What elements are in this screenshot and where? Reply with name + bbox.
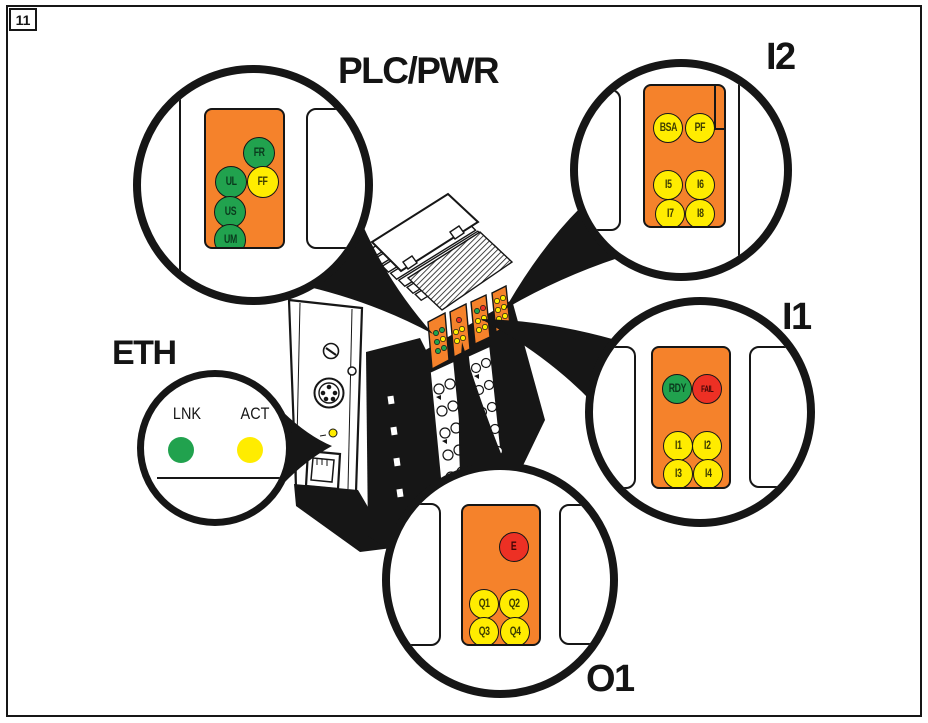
led-ul: UL [215, 166, 247, 198]
led-i4: I4 [693, 459, 723, 487]
device-side-panel [287, 298, 364, 504]
adjacent-module-outline [578, 89, 621, 231]
led-i7: I7 [655, 199, 685, 226]
adjacent-module-outline [390, 503, 441, 646]
led-i3: I3 [663, 459, 693, 487]
module-edge-line [738, 81, 740, 257]
panel-notch-line [714, 128, 724, 130]
pointer-wedge-o1 [458, 342, 506, 474]
callout-o1: E Q1 Q2 Q3 Q4 [382, 462, 618, 698]
plc-pwr-led-panel: FR UL FF US UM [204, 108, 285, 249]
label-act: ACT [240, 404, 270, 423]
label-eth: ETH [112, 334, 177, 372]
led-q3: Q3 [469, 617, 499, 644]
reset-button-icon [347, 366, 357, 376]
led-act [237, 437, 263, 463]
figure-number: 11 [9, 8, 37, 31]
module-edge-line [179, 93, 181, 279]
o1-led-panel: E Q1 Q2 Q3 Q4 [461, 504, 541, 646]
cover-clip [449, 225, 465, 240]
led-i5: I5 [653, 170, 683, 200]
label-i1: I1 [782, 296, 812, 338]
label-o1: O1 [586, 658, 635, 700]
led-q1: Q1 [469, 589, 499, 619]
adjacent-module-outline [559, 504, 610, 645]
adjacent-module-outline [593, 346, 636, 489]
device-top-stack [365, 192, 514, 311]
device-base [294, 484, 392, 552]
led-q2: Q2 [499, 589, 529, 619]
led-i8: I8 [685, 199, 715, 226]
pointer-wedge-i1 [481, 319, 616, 402]
adjacent-module-outline [306, 108, 365, 249]
callout-i2: BSA PF I5 I6 I7 I8 [570, 59, 792, 281]
label-plc-pwr: PLC/PWR [338, 50, 500, 91]
pointer-wedge-plc-pwr [296, 214, 433, 334]
led-i6: I6 [685, 170, 715, 200]
led-bsa: BSA [653, 113, 683, 143]
led-lnk [168, 437, 194, 463]
figure-border [6, 5, 922, 717]
pointer-wedge-eth [283, 412, 332, 484]
separator-line [157, 477, 281, 479]
led-i1: I1 [663, 431, 693, 461]
led-q4: Q4 [500, 617, 530, 644]
led-e: E [499, 532, 529, 562]
label-lnk: LNK [172, 404, 202, 423]
led-ff: FF [247, 166, 279, 198]
led-pf: PF [685, 113, 715, 143]
housing-act-led [328, 428, 338, 438]
led-fail: FAIL [692, 374, 722, 404]
panel-notch-line [714, 86, 716, 130]
led-fr: FR [243, 137, 275, 169]
callout-i1: RDY FAIL I1 I2 I3 I4 [585, 297, 815, 527]
led-um: UM [214, 224, 246, 247]
led-us: US [214, 196, 246, 228]
vent-grille [406, 231, 514, 311]
i2-led-panel: BSA PF I5 I6 I7 I8 [643, 84, 726, 228]
callout-eth: LNK ACT [137, 370, 293, 526]
adjacent-module-outline [749, 346, 807, 488]
i1-led-panel: RDY FAIL I1 I2 I3 I4 [651, 346, 731, 489]
label-i2: I2 [766, 36, 796, 78]
led-i2: I2 [692, 431, 722, 461]
callout-plc-pwr: FR UL FF US UM [133, 65, 373, 305]
cover-clip [402, 255, 418, 270]
led-rdy: RDY [662, 374, 692, 404]
din-connector-icon [313, 377, 345, 409]
